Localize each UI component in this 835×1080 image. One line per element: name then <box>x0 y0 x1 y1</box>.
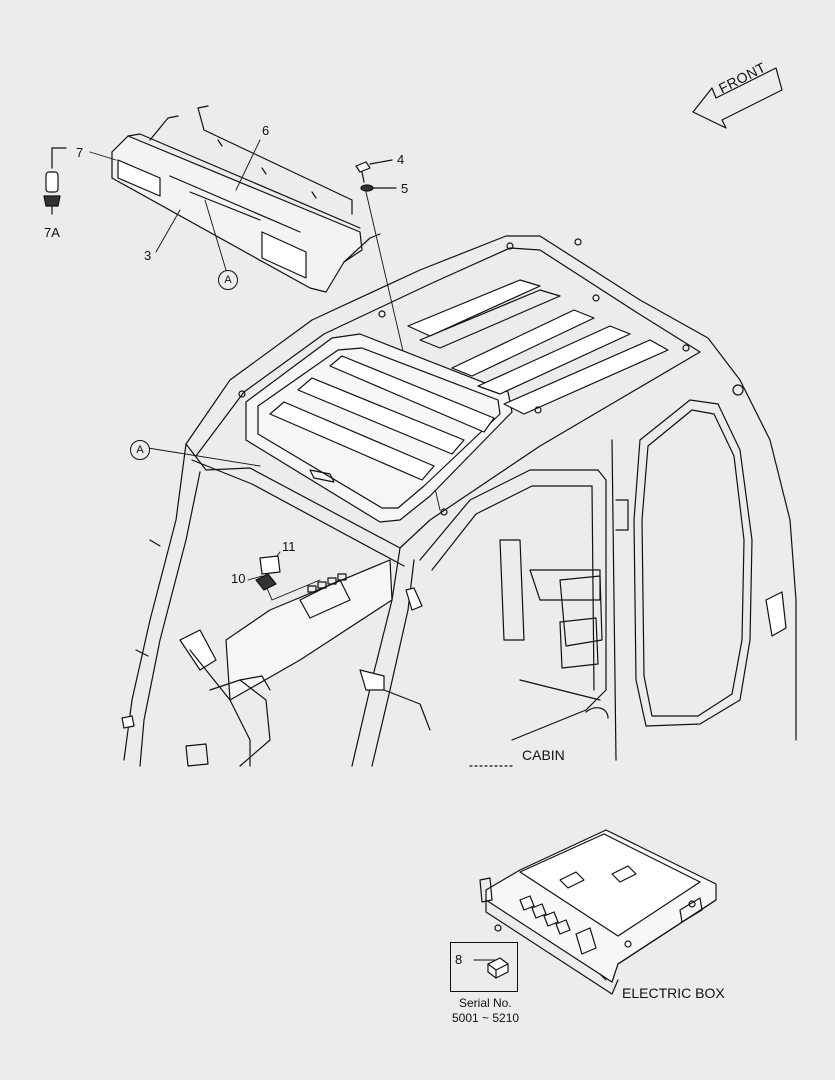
electric-box-label: ELECTRIC BOX <box>622 985 725 1001</box>
label-part-11: 11 <box>282 539 296 554</box>
relay-icon <box>487 957 509 979</box>
serial-range: 5001 ~ 5210 <box>452 1011 520 1025</box>
relay-detail-box <box>450 942 518 992</box>
label-part-3: 3 <box>144 248 152 263</box>
front-arrow-icon <box>692 67 783 129</box>
ref-a-callout-left: A <box>130 440 150 460</box>
ref-a-callout-top: A <box>218 270 238 290</box>
electric-box <box>479 829 717 995</box>
label-part-4: 4 <box>397 152 405 167</box>
serial-label: Serial No. <box>459 996 512 1010</box>
wire-harness <box>197 105 353 215</box>
label-part-8: 8 <box>455 952 463 967</box>
washer-icon <box>360 184 397 192</box>
label-part-10: 10 <box>231 571 246 586</box>
cabin-label: CABIN <box>522 747 565 763</box>
cabin-body <box>121 235 797 767</box>
bulb-icon <box>43 147 67 215</box>
label-part-6: 6 <box>262 123 270 138</box>
label-part-7: 7 <box>76 145 84 160</box>
work-lamp-assembly <box>111 115 381 293</box>
label-part-7a: 7A <box>44 225 60 240</box>
bolt-icon <box>355 159 393 183</box>
label-part-5: 5 <box>401 181 409 196</box>
